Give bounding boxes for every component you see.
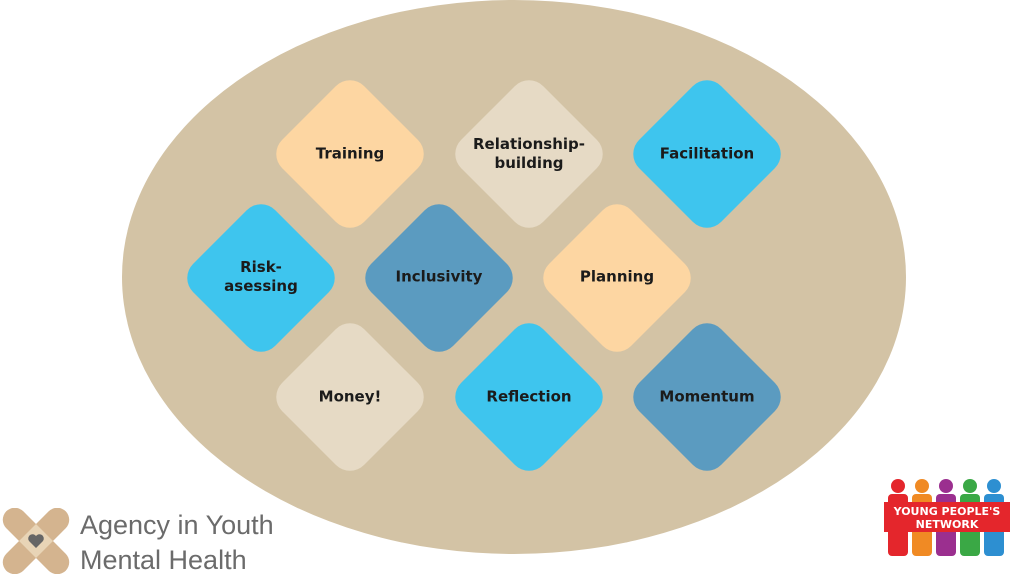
tile-label-training: Training (315, 144, 385, 163)
tile-label-risk-asessing: Risk- asessing (191, 258, 331, 296)
tile-label-money: Money! (318, 387, 382, 406)
young-peoples-network-logo: YOUNG PEOPLE'S NETWORK (884, 479, 1010, 556)
tile-label-inclusivity: Inclusivity (395, 267, 483, 286)
crossed-bandages-heart-icon (2, 508, 70, 574)
tile-label-risk-line1: Risk- (240, 258, 282, 276)
tile-label-facilitation: Facilitation (659, 144, 755, 163)
ypn-line-1: YOUNG PEOPLE'S (893, 505, 1001, 518)
agency-in-youth-text: Agency in Youth Mental Health (80, 508, 274, 578)
tile-label-relationship-line1: Relationship- (473, 135, 585, 153)
tile-label-risk-line2: asessing (224, 277, 298, 295)
ypn-line-2: NETWORK (916, 518, 979, 531)
brand-line-1: Agency in Youth (80, 510, 274, 540)
brand-line-2: Mental Health (80, 545, 247, 575)
tile-label-planning: Planning (579, 267, 655, 286)
tile-label-relationship-line2: building (494, 154, 564, 172)
tile-label-relationship-building: Relationship- building (459, 135, 599, 173)
tile-label-reflection: Reflection (486, 387, 572, 406)
tile-label-momentum: Momentum (659, 387, 755, 406)
